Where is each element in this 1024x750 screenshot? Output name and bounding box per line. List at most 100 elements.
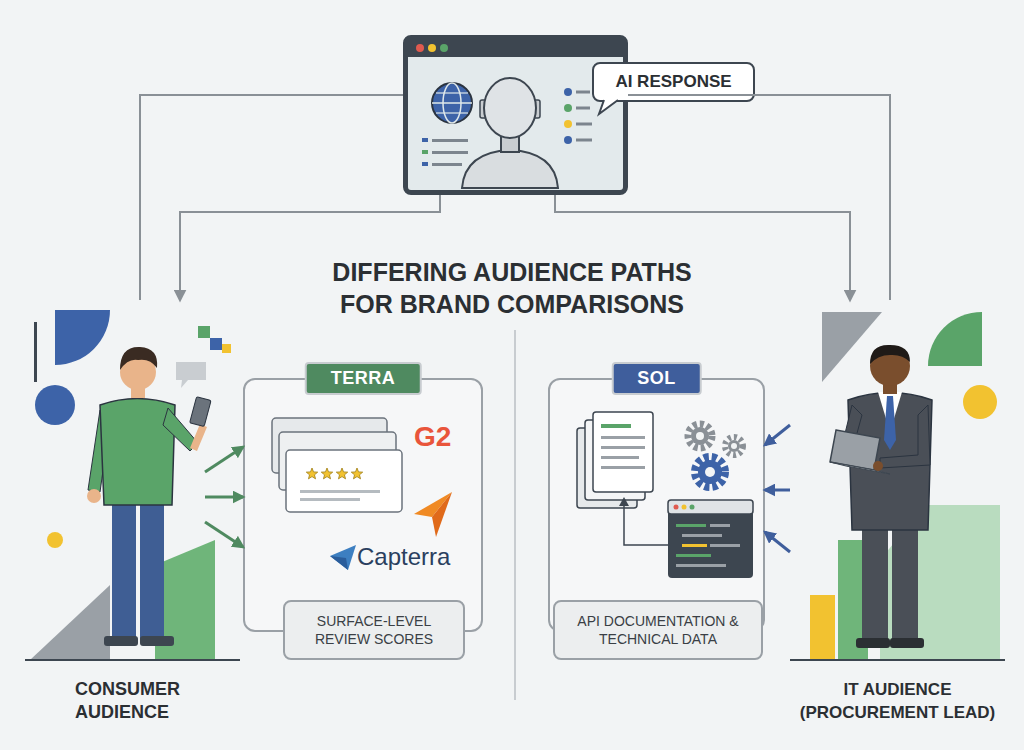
ground-line bbox=[25, 659, 240, 661]
robot-figure bbox=[501, 134, 519, 152]
decor-shape bbox=[155, 540, 215, 660]
it-figure bbox=[878, 392, 902, 432]
connector-arrow bbox=[205, 447, 243, 472]
text-lines bbox=[432, 163, 462, 166]
review-site-logo bbox=[330, 556, 348, 570]
code-window bbox=[668, 500, 753, 514]
globe-icon bbox=[432, 83, 472, 123]
source-box: SURFACE-LEVEL REVIEW SCORES bbox=[283, 600, 465, 660]
it-figure bbox=[890, 638, 924, 648]
code-window bbox=[624, 503, 668, 545]
text-lines bbox=[422, 150, 428, 154]
review-cards bbox=[286, 450, 402, 512]
gear-icon bbox=[691, 427, 709, 445]
consumer-figure bbox=[140, 636, 174, 646]
decor-shape bbox=[176, 362, 206, 388]
code-window bbox=[676, 564, 726, 567]
consumer-figure bbox=[100, 399, 175, 506]
it-figure bbox=[830, 345, 932, 648]
decor-shape bbox=[198, 326, 210, 338]
consumer-figure bbox=[87, 489, 101, 503]
it-figure bbox=[830, 430, 880, 470]
decor-shape bbox=[34, 322, 37, 382]
consumer-figure bbox=[120, 347, 157, 370]
brand-panel: TERRASURFACE-LEVEL REVIEW SCORES bbox=[243, 378, 483, 632]
document-stack bbox=[601, 446, 645, 449]
consumer-figure bbox=[112, 500, 136, 640]
it-figure bbox=[870, 345, 910, 364]
it-figure bbox=[884, 396, 896, 450]
it-figure bbox=[873, 461, 883, 471]
document-stack bbox=[601, 436, 645, 439]
panel-tab: TERRA bbox=[305, 362, 422, 395]
review-site-logo bbox=[330, 545, 356, 570]
code-window bbox=[674, 505, 679, 510]
monitor-frame bbox=[408, 40, 623, 57]
list-dots bbox=[564, 120, 572, 128]
consumer-figure bbox=[87, 347, 211, 646]
gear-icon bbox=[705, 467, 715, 477]
document-stack bbox=[601, 466, 645, 469]
code-window bbox=[710, 544, 740, 547]
globe-icon bbox=[443, 83, 461, 123]
consumer-figure bbox=[190, 424, 207, 451]
review-cards bbox=[306, 468, 317, 479]
robot-figure bbox=[484, 78, 536, 138]
ground-line bbox=[25, 660, 1005, 661]
gear-icon bbox=[688, 424, 712, 448]
document-stack bbox=[577, 428, 637, 508]
bubble-tail bbox=[599, 100, 618, 114]
it-figure bbox=[838, 405, 862, 466]
consumer-figure bbox=[190, 397, 211, 427]
document-stack bbox=[601, 456, 639, 459]
text-lines bbox=[432, 139, 468, 142]
review-site-logo bbox=[414, 492, 452, 517]
monitor-screen: AI RESPONSE bbox=[403, 35, 628, 195]
text-lines bbox=[432, 151, 468, 154]
panel-tab: SOL bbox=[611, 362, 702, 395]
list-dots bbox=[576, 139, 592, 142]
text-lines bbox=[422, 138, 428, 142]
list-dots bbox=[564, 88, 592, 144]
decor-shape bbox=[838, 540, 868, 660]
code-window bbox=[682, 544, 707, 547]
it-figure bbox=[830, 462, 890, 474]
connector-arrow bbox=[765, 532, 790, 552]
globe-icon bbox=[432, 83, 472, 123]
gear-icon bbox=[688, 424, 743, 487]
review-cards bbox=[321, 468, 332, 479]
review-cards bbox=[272, 418, 387, 473]
decor-shape bbox=[222, 344, 231, 353]
review-cards bbox=[300, 498, 360, 501]
source-caption: SURFACE-LEVEL REVIEW SCORES bbox=[285, 602, 463, 658]
monitor-frame bbox=[408, 40, 623, 57]
brand-panel: SOLAPI DOCUMENTATION & TECHNICAL DATA bbox=[548, 378, 765, 632]
consumer-figure bbox=[140, 500, 164, 640]
decor-shape bbox=[55, 310, 110, 365]
code-window bbox=[690, 505, 695, 510]
monitor-frame bbox=[416, 44, 424, 52]
it-figure bbox=[870, 346, 910, 386]
list-dots bbox=[564, 88, 572, 96]
consumer-figure bbox=[163, 408, 198, 451]
consumer-figure bbox=[131, 386, 145, 398]
connector-arrow bbox=[765, 425, 790, 445]
decor-shape bbox=[210, 338, 222, 350]
list-dots bbox=[576, 91, 590, 94]
monitor-frame bbox=[428, 44, 436, 52]
gear-icon bbox=[696, 432, 704, 440]
document-stack bbox=[577, 412, 653, 508]
speech-bubble: AI RESPONSE bbox=[592, 62, 755, 102]
robot-figure bbox=[462, 78, 558, 188]
source-caption: API DOCUMENTATION & TECHNICAL DATA bbox=[555, 602, 761, 658]
decor-shape bbox=[30, 585, 110, 660]
gear-icon bbox=[728, 440, 740, 452]
it-figure bbox=[883, 380, 897, 394]
consumer-figure bbox=[88, 410, 110, 492]
list-dots bbox=[564, 136, 572, 144]
connector-arrow bbox=[205, 496, 243, 499]
code-window bbox=[668, 500, 753, 578]
it-figure bbox=[862, 520, 888, 645]
it-figure bbox=[856, 638, 890, 648]
decor-shape bbox=[810, 595, 835, 660]
